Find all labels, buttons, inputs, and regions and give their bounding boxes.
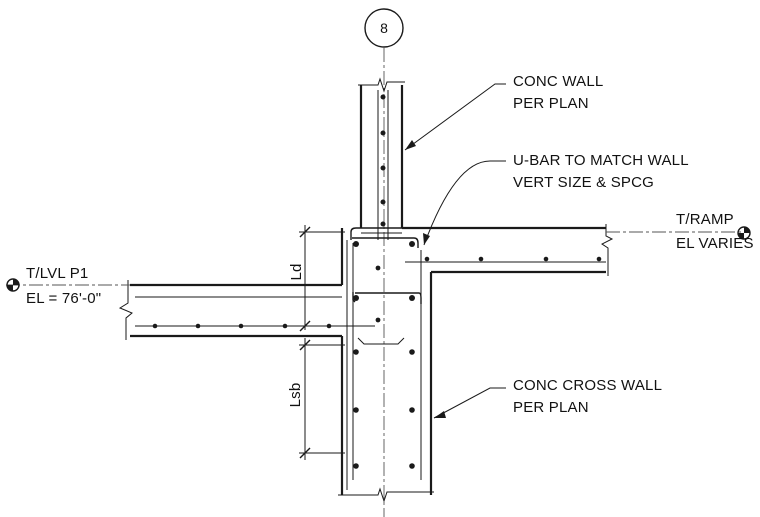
note-u-bar: U-BAR TO MATCH WALL VERT SIZE & SPCG <box>423 152 689 246</box>
note-conc-wall: CONC WALL PER PLAN <box>404 73 603 151</box>
upper-wall-rebar-dots <box>380 94 386 227</box>
elevation-left-line-2: EL = 76'-0" <box>26 290 101 307</box>
elevation-right-line-2: EL VARIES <box>676 235 754 252</box>
note-cross-wall: CONC CROSS WALL PER PLAN <box>433 377 662 419</box>
dimension-lsb: Lsb <box>287 338 345 460</box>
note-u-bar-line-1: U-BAR TO MATCH WALL <box>513 152 689 169</box>
elevation-right-line-1: T/RAMP <box>676 211 734 228</box>
elevation-marker-left: T/LVL P1 EL = 76'-0" <box>6 265 130 307</box>
grid-bubble-label: 8 <box>380 20 388 36</box>
dimension-lsb-label: Lsb <box>287 383 304 408</box>
ramp-slab <box>402 224 614 276</box>
dimension-ld-label: Ld <box>288 263 305 280</box>
elevation-left-line-1: T/LVL P1 <box>26 265 88 282</box>
level-slab <box>118 280 375 340</box>
note-cross-wall-line-2: PER PLAN <box>513 399 589 416</box>
note-conc-wall-line-2: PER PLAN <box>513 95 589 112</box>
grid-bubble: 8 <box>364 8 404 517</box>
note-cross-wall-line-1: CONC CROSS WALL <box>513 377 662 394</box>
note-conc-wall-line-1: CONC WALL <box>513 73 603 90</box>
note-u-bar-line-2: VERT SIZE & SPCG <box>513 174 654 191</box>
elevation-marker-right: T/RAMP EL VARIES <box>606 211 754 252</box>
dimension-ld: Ld <box>288 225 345 332</box>
upper-wall <box>358 77 405 240</box>
joint-rebar-dots <box>353 241 415 469</box>
cross-wall <box>338 227 434 503</box>
